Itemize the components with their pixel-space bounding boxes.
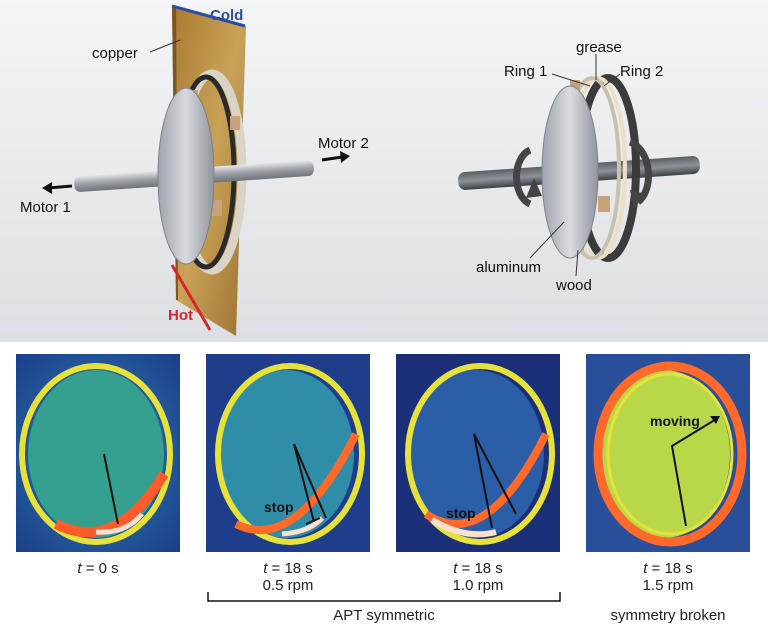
caption-panel-4: t = 18 s 1.5 rpm xyxy=(642,560,694,594)
motor1-label: Motor 1 xyxy=(20,199,71,216)
caption-panel-2: t = 18 s 0.5 rpm xyxy=(262,560,314,594)
hot-label: Hot xyxy=(168,307,193,324)
group-label-symmetric: APT symmetric xyxy=(333,607,435,624)
indicator-line-2a xyxy=(293,443,315,523)
indicator-line-3b xyxy=(473,433,517,515)
stop-label-2: stop xyxy=(446,505,476,521)
thermal-panel-3: stop xyxy=(396,354,560,552)
copper-label: copper xyxy=(92,45,138,62)
aluminum-disc-right xyxy=(542,86,598,258)
hot-edge-marker xyxy=(170,264,212,331)
aluminum-disc xyxy=(158,88,214,264)
render-right-panel: grease Ring 1 Ring 2 aluminum wood xyxy=(384,0,768,342)
grease-label: grease xyxy=(576,39,622,56)
ring1-label: Ring 1 xyxy=(504,63,547,80)
cold-label: Cold xyxy=(210,7,243,24)
thermal-panel-4: moving xyxy=(586,354,750,552)
thermal-panel-2: stop xyxy=(206,354,370,552)
symmetric-bracket xyxy=(207,592,561,602)
caption-panel-1: t = 0 s xyxy=(77,560,119,577)
motor2-label: Motor 2 xyxy=(318,135,369,152)
thermal-panel-1 xyxy=(16,354,180,552)
stop-label-1: stop xyxy=(264,499,294,515)
indicator-line-1 xyxy=(103,453,119,525)
cold-edge-marker xyxy=(171,4,246,28)
ring2-label: Ring 2 xyxy=(620,63,663,80)
copper-leader xyxy=(149,39,181,53)
indicator-line-2b xyxy=(293,443,327,519)
moving-label: moving xyxy=(650,413,700,429)
wood-label: wood xyxy=(555,277,592,294)
rotation-arrow-left-icon xyxy=(513,146,532,208)
indicator-line-3a xyxy=(473,433,493,529)
render-left-panel: Cold Hot copper Motor 1 Motor 2 xyxy=(0,0,384,342)
aluminum-label: aluminum xyxy=(476,259,541,276)
caption-panel-3: t = 18 s 1.0 rpm xyxy=(452,560,504,594)
motor2-arrow xyxy=(321,155,343,162)
group-label-broken: symmetry broken xyxy=(610,607,726,624)
moving-indicator-line xyxy=(670,417,719,527)
